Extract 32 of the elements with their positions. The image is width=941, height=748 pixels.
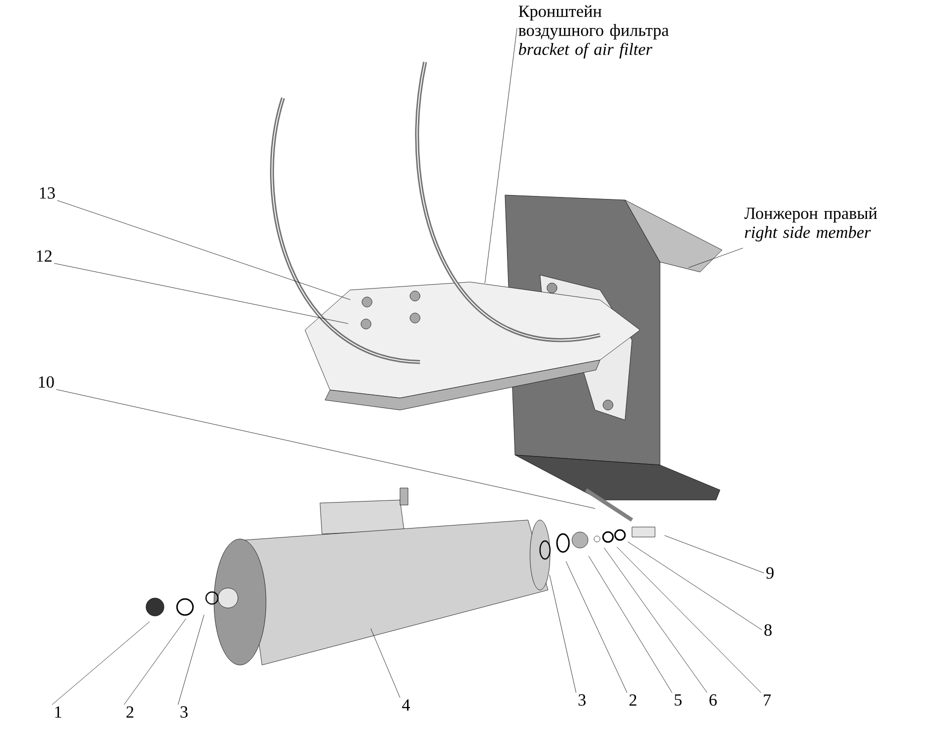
callout-number: 12 — [37, 250, 52, 262]
callout-number: 1 — [55, 706, 62, 718]
leader-line — [549, 574, 576, 693]
leader-line — [664, 535, 764, 574]
callout-number: 13 — [40, 187, 55, 199]
callout-number: 5 — [674, 694, 682, 706]
callout-number: 10 — [39, 376, 54, 388]
part-label: Кронштейн воздушного фильтра bracket of air filter — [518, 5, 669, 58]
leader-line — [52, 621, 150, 705]
leader-line — [370, 628, 400, 698]
leader-line — [604, 548, 708, 693]
part-label: Лонжерон правый right side member — [744, 207, 878, 242]
callout-number: 2 — [630, 694, 636, 706]
callout-number: 9 — [766, 567, 774, 579]
callout-number: 8 — [764, 624, 772, 636]
leader-line — [124, 618, 186, 705]
callout-number: 4 — [402, 699, 410, 711]
leader-line — [616, 546, 762, 693]
leader-line — [57, 200, 351, 300]
callout-number: 6 — [710, 694, 717, 706]
leader-line — [628, 542, 762, 630]
leader-line — [56, 389, 596, 509]
leader-line — [54, 263, 348, 324]
leader-line — [566, 561, 628, 693]
leader-line — [484, 28, 518, 284]
callout-number: 7 — [764, 694, 771, 706]
leader-line — [178, 614, 204, 705]
leader-line — [588, 556, 672, 693]
leader-line — [688, 248, 744, 268]
callout-number: 2 — [126, 706, 134, 718]
callout-number: 3 — [578, 694, 586, 706]
callout-number: 3 — [180, 706, 188, 718]
